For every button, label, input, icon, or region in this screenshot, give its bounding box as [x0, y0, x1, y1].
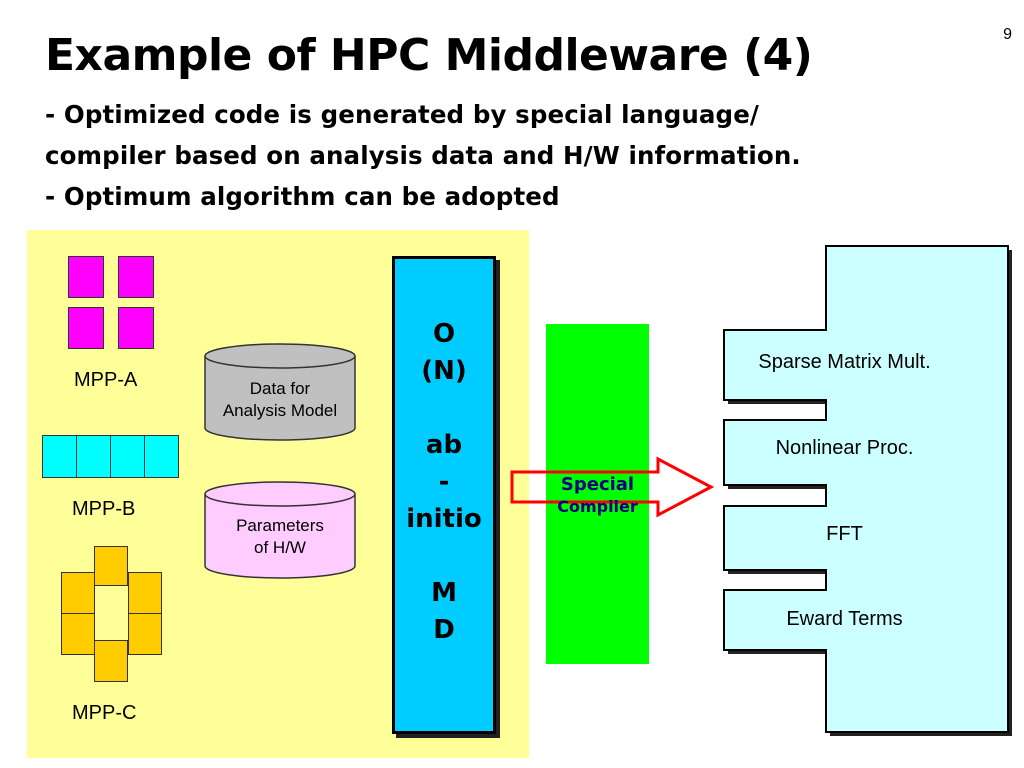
application-box: [392, 256, 496, 734]
compiler-box: [546, 324, 649, 664]
library-item-sparse-matrix: Sparse Matrix Mult.: [758, 351, 931, 373]
application-line: [392, 390, 496, 427]
mpp-b-node: [110, 435, 145, 478]
mpp-c-node: [61, 613, 95, 655]
mpp-a-node: [68, 256, 104, 298]
slide-title: Example of HPC Middleware (4): [45, 30, 813, 81]
analysis-db-label: Data for Analysis Model: [205, 378, 355, 422]
subtitle-line-3: - Optimum algorithm can be adopted: [45, 182, 560, 211]
mpp-b-node: [76, 435, 111, 478]
hw-db-label-line1: Parameters: [236, 516, 324, 535]
application-line: D: [433, 615, 455, 645]
analysis-db-label-line1: Data for: [249, 379, 311, 398]
subtitle-line-1: - Optimized code is generated by special…: [45, 100, 759, 129]
mpp-c-label: MPP-C: [72, 702, 137, 724]
application-line: [392, 538, 496, 575]
library-shape: [723, 245, 1012, 736]
application-line: ab: [425, 430, 463, 460]
library-item-fft: FFT: [826, 523, 863, 545]
mpp-c-node: [128, 572, 162, 614]
hw-db-label-line2: of H/W: [254, 538, 306, 557]
mpp-a-node: [118, 256, 154, 298]
mpp-c-node: [61, 572, 95, 614]
mpp-b-label: MPP-B: [72, 498, 136, 520]
library-item-nonlinear: Nonlinear Proc.: [775, 437, 914, 459]
application-line: (N): [421, 356, 467, 386]
hw-db-label: Parameters of H/W: [205, 515, 355, 559]
mpp-a-node: [118, 307, 154, 349]
library-item-eward-terms: Eward Terms: [786, 608, 903, 630]
mpp-b-node: [42, 435, 77, 478]
application-label: O (N) ab - initio M D: [392, 316, 496, 649]
page-number: 9: [1003, 26, 1012, 43]
application-line: -: [438, 467, 450, 497]
flow-arrow-icon: [510, 456, 715, 518]
mpp-b-node: [144, 435, 179, 478]
application-line: M: [431, 578, 457, 608]
mpp-c-node: [94, 546, 128, 586]
subtitle-line-2: compiler based on analysis data and H/W …: [45, 141, 801, 170]
compiler-label-line1: Special: [560, 474, 635, 495]
analysis-db-icon: [204, 343, 356, 441]
mpp-a-node: [68, 307, 104, 349]
database-cylinders: [204, 343, 356, 579]
mpp-a-label: MPP-A: [74, 369, 138, 391]
compiler-label: Special Compiler: [540, 474, 655, 518]
mpp-c-node: [128, 613, 162, 655]
hw-db-icon: [204, 481, 356, 579]
application-line: O: [432, 319, 456, 349]
compiler-label-line2: Compiler: [557, 497, 638, 516]
analysis-db-label-line2: Analysis Model: [222, 401, 338, 420]
mpp-c-node: [94, 640, 128, 682]
application-line: initio: [406, 504, 482, 534]
